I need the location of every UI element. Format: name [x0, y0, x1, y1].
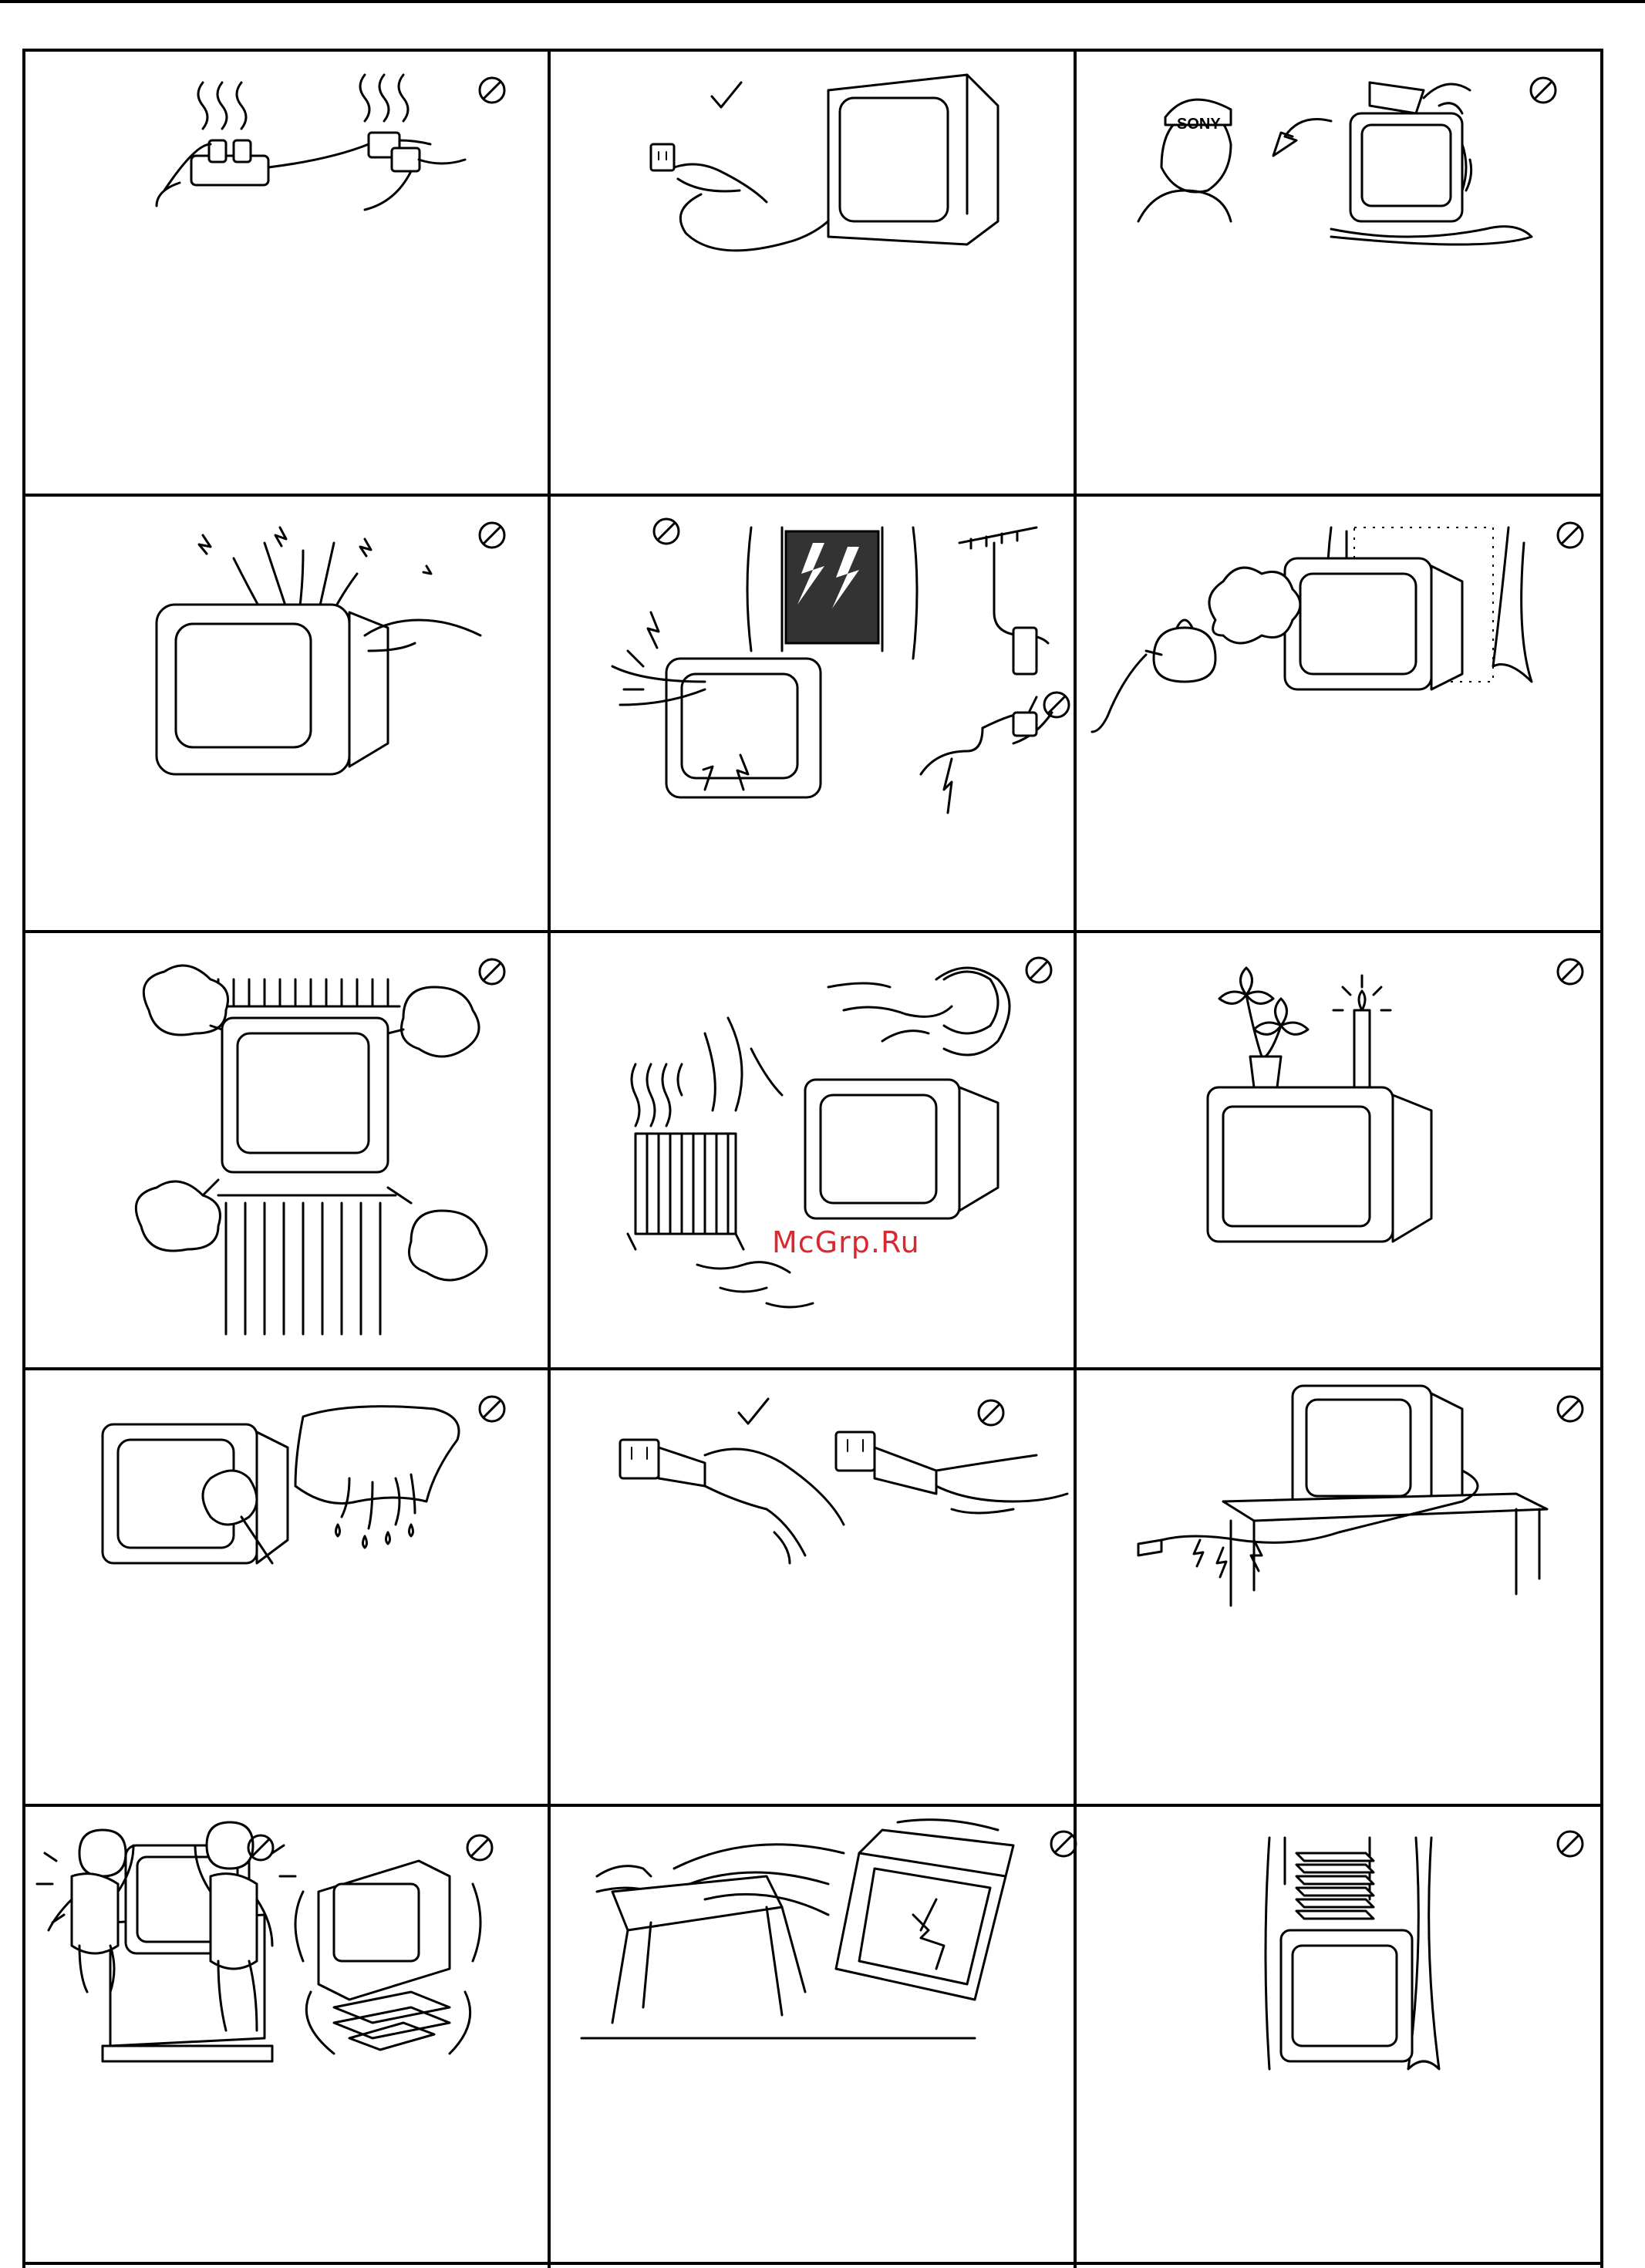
- panel-tv-falling: [551, 1807, 1074, 2262]
- prohibition-icon: [245, 1832, 276, 1863]
- grid-border-right: [1600, 49, 1603, 2268]
- panel-blocked-ventilation: [25, 933, 548, 1367]
- prohibition-icon: [477, 956, 507, 987]
- prohibition-icon: [1048, 1828, 1079, 1859]
- panel-enclosed-shelf: [1077, 1807, 1600, 2262]
- wet-hands-plug-illustration: [551, 1370, 1074, 1804]
- prohibition-icon: [1041, 689, 1072, 720]
- object-in-vents-illustration: [25, 497, 548, 930]
- panel-object-in-vents: [25, 497, 548, 930]
- panel-lightning-storm: [551, 497, 1074, 930]
- cap-logo-text: SONY: [1177, 116, 1221, 133]
- prohibition-icon: [464, 1832, 495, 1863]
- prohibition-icon: [976, 1397, 1006, 1428]
- prohibition-icon: [477, 520, 507, 551]
- vase-and-candle-illustration: [1077, 933, 1600, 1367]
- panel-vase-and-candle: [1077, 933, 1600, 1367]
- prohibition-icon: [477, 1393, 507, 1424]
- prohibition-icon: [1528, 75, 1559, 106]
- damaged-cord-illustration: [1077, 1370, 1600, 1804]
- blocked-ventilation-illustration: [25, 933, 548, 1367]
- panel-call-service: SONY: [1077, 52, 1600, 494]
- call-service-illustration: SONY: [1077, 52, 1600, 494]
- panel-cleaning-cloth: [25, 1370, 548, 1804]
- lightning-storm-illustration: [551, 497, 1074, 930]
- panel-heat-and-sun: McGrp.Ru: [551, 933, 1074, 1367]
- panel-overloaded-outlet: [25, 52, 548, 494]
- check-mark-icon: [709, 79, 744, 110]
- panel-wet-hands-plug: [551, 1370, 1074, 1804]
- panel-pull-by-plug: [551, 52, 1074, 494]
- panel-moisture-steam: [1077, 497, 1600, 930]
- panel-damaged-cord: [1077, 1370, 1600, 1804]
- prohibition-icon: [477, 75, 507, 106]
- panel-children-climbing: [25, 1807, 548, 2262]
- moisture-steam-illustration: [1077, 497, 1600, 930]
- children-climbing-illustration: [25, 1807, 548, 2262]
- pull-by-plug-illustration: [551, 52, 1074, 494]
- heat-and-sun-illustration: [551, 933, 1074, 1367]
- grid-border-bottom: [22, 2262, 1603, 2265]
- tv-falling-illustration: [551, 1807, 1074, 2262]
- prohibition-icon: [1555, 956, 1586, 987]
- overloaded-outlet-illustration: [25, 52, 548, 494]
- prohibition-icon: [651, 516, 682, 547]
- prohibition-icon: [1555, 520, 1586, 551]
- enclosed-shelf-illustration: [1077, 1807, 1600, 2262]
- top-rule: [0, 0, 1645, 3]
- prohibition-icon: [1555, 1828, 1586, 1859]
- check-mark-icon: [736, 1396, 771, 1427]
- prohibition-icon: [1555, 1393, 1586, 1424]
- safety-illustration-grid: SONY: [22, 49, 1603, 2268]
- prohibition-icon: [1023, 955, 1054, 986]
- cleaning-cloth-illustration: [25, 1370, 548, 1804]
- watermark-text: McGrp.Ru: [772, 1225, 920, 1259]
